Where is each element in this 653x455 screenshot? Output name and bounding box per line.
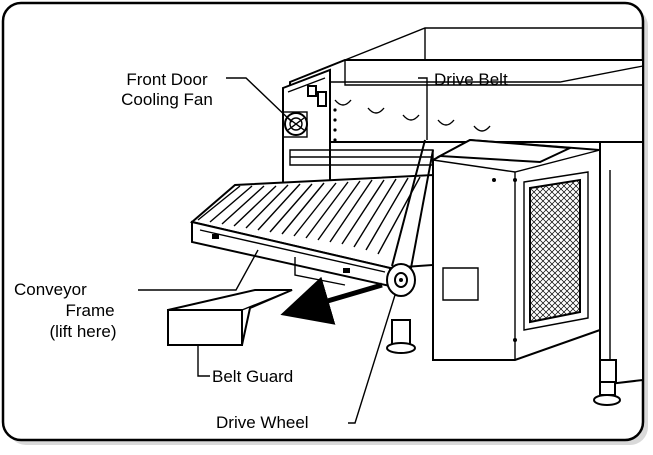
belt-guard — [166, 289, 293, 346]
conveyor-frame — [189, 173, 434, 288]
label-conveyor-line1: Conveyor — [14, 280, 87, 299]
drive-belt — [391, 139, 434, 269]
label-front-door-line2: Cooling Fan — [121, 90, 213, 109]
label-conveyor-line3: (lift here) — [49, 322, 116, 341]
cooling-fan-icon — [282, 111, 308, 138]
label-drive-belt: Drive Belt — [434, 70, 508, 89]
leader-lines — [138, 77, 428, 424]
label-belt-guard: Belt Guard — [212, 367, 293, 386]
drive-wheel — [386, 263, 416, 297]
label-front-door-line1: Front Door — [126, 70, 208, 89]
label-drive-wheel: Drive Wheel — [216, 413, 309, 432]
label-conveyor-line2: Frame — [65, 301, 114, 320]
pull-out-arrow-icon — [280, 276, 383, 325]
control-box — [432, 138, 601, 361]
oven-body — [282, 27, 644, 406]
